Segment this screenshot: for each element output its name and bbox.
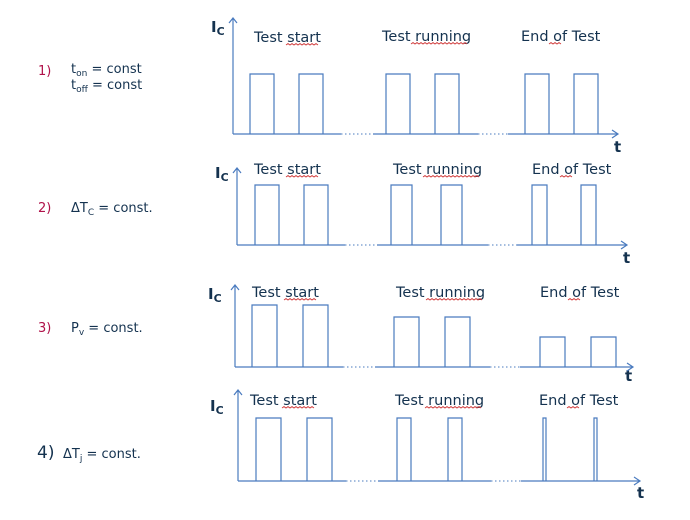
spellcheck-underline xyxy=(566,405,580,409)
phase-label: Test start xyxy=(251,285,319,301)
x-axis xyxy=(235,362,635,372)
x-axis xyxy=(237,240,629,250)
spellcheck-underline xyxy=(424,405,482,409)
pulse xyxy=(255,417,282,481)
phase-label: End of Test xyxy=(540,285,620,301)
pulse xyxy=(440,184,463,245)
pulse xyxy=(434,73,460,134)
phase-label: Test running xyxy=(395,285,485,301)
pulse xyxy=(396,417,412,481)
pulse xyxy=(390,184,413,245)
y-axis-label: IC xyxy=(215,164,229,184)
condition-line: ΔTC = const. xyxy=(71,201,153,218)
pulse xyxy=(447,417,463,481)
pulse xyxy=(306,417,333,481)
row-number: 4) xyxy=(37,443,54,463)
row-1: 1) ton = const toff = const IC t Test st… xyxy=(38,17,621,156)
spellcheck-underline xyxy=(285,174,319,178)
spellcheck-underline xyxy=(283,297,317,301)
pulse xyxy=(249,73,275,134)
phase-label: Test running xyxy=(381,29,471,45)
row-4: 4) ΔTj = const. IC t Test start Test run… xyxy=(37,389,644,502)
pulse xyxy=(542,417,547,481)
x-axis-label: t xyxy=(623,249,630,267)
x-axis xyxy=(238,476,642,486)
y-axis-label: IC xyxy=(208,285,222,305)
row-2: 2) ΔTC = const. IC t Test start Test run… xyxy=(38,162,630,267)
pulse xyxy=(385,73,411,134)
y-axis xyxy=(230,284,240,367)
y-axis-label: IC xyxy=(210,397,224,417)
pulse xyxy=(302,304,329,367)
phase-label: End of Test xyxy=(532,162,612,178)
phase-label: Test start xyxy=(253,30,321,46)
spellcheck-underline xyxy=(422,174,480,178)
pulse xyxy=(593,417,598,481)
x-axis-label: t xyxy=(637,484,644,502)
y-axis-label: IC xyxy=(211,18,225,38)
pulse xyxy=(524,73,550,134)
phase-label: Test running xyxy=(392,162,482,178)
condition-line: ΔTj = const. xyxy=(63,447,141,464)
row-number: 1) xyxy=(38,64,51,79)
y-axis xyxy=(233,389,243,481)
phase-label: Test start xyxy=(253,162,321,178)
phase-label: End of Test xyxy=(539,393,619,409)
condition-line: ton = const xyxy=(71,62,142,79)
phase-label: End of Test xyxy=(521,29,601,45)
condition-line: toff = const xyxy=(71,78,142,95)
pulse xyxy=(254,184,280,245)
pulse xyxy=(298,73,324,134)
row-3: 3) Pv = const. IC t Test start Test runn… xyxy=(38,284,635,385)
row-number: 2) xyxy=(38,201,51,216)
pulse xyxy=(539,336,566,367)
pulse xyxy=(573,73,599,134)
spellcheck-underline xyxy=(567,297,581,301)
spellcheck-underline xyxy=(559,174,573,178)
x-axis-label: t xyxy=(625,367,632,385)
spellcheck-underline xyxy=(285,42,319,46)
row-number: 3) xyxy=(38,321,51,336)
pulse xyxy=(590,336,617,367)
pulse xyxy=(531,184,548,245)
spellcheck-underline xyxy=(410,41,468,45)
condition-line: Pv = const. xyxy=(71,321,143,338)
phase-label: Test start xyxy=(249,393,317,409)
phase-label: Test running xyxy=(394,393,484,409)
y-axis xyxy=(232,167,242,245)
x-axis-label: t xyxy=(614,138,621,156)
pulse xyxy=(393,316,420,367)
pulse xyxy=(444,316,471,367)
pulse xyxy=(303,184,329,245)
x-axis xyxy=(233,129,620,139)
spellcheck-underline xyxy=(425,297,483,301)
pulse xyxy=(251,304,278,367)
spellcheck-underline xyxy=(281,405,315,409)
y-axis xyxy=(228,17,238,134)
spellcheck-underline xyxy=(548,41,562,45)
pulse xyxy=(580,184,597,245)
